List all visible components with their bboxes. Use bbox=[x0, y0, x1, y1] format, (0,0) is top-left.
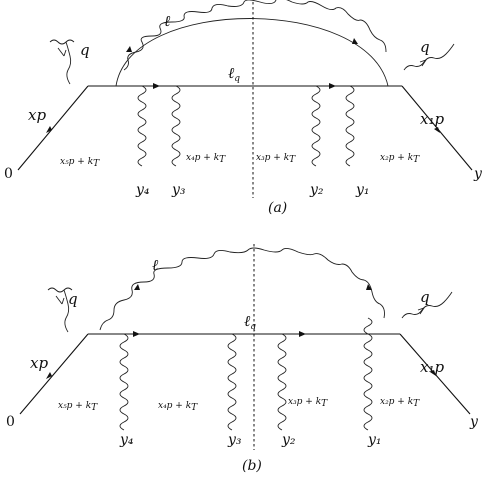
quark-out-label: x₁p bbox=[420, 110, 444, 128]
photon-in-label: q bbox=[68, 290, 78, 308]
photon-in-wavy bbox=[49, 39, 75, 85]
gluon-arc bbox=[115, 18, 389, 87]
photon-out-wavy bbox=[403, 43, 455, 71]
caption-a: (a) bbox=[268, 200, 287, 216]
gluon-y2 bbox=[311, 85, 321, 167]
photon-in-wavy bbox=[47, 287, 73, 333]
gluon-y3 bbox=[171, 85, 181, 167]
y1-label: y₁ bbox=[355, 182, 370, 198]
gluon-arc-curls bbox=[123, 0, 387, 71]
quark-arrow-left bbox=[153, 83, 160, 89]
gluon-y3 bbox=[227, 333, 237, 431]
quark-out-label: x₁p bbox=[420, 358, 444, 376]
momentum-2-label: x₄p + kT bbox=[158, 401, 198, 413]
incoming-quark-arrow bbox=[46, 126, 52, 133]
photon-out-label: q bbox=[420, 38, 430, 56]
gluon-arc-arrow-right bbox=[366, 284, 372, 290]
gluon-arc-label: ℓ bbox=[164, 12, 170, 30]
photon-in-arrow bbox=[57, 47, 67, 57]
gluon-y4 bbox=[119, 333, 129, 431]
quark-arrow-right bbox=[329, 83, 336, 89]
gluon-y1 bbox=[363, 317, 373, 431]
internal-quark-label: ℓq bbox=[244, 312, 256, 332]
gluon-arc-arrow-left bbox=[126, 46, 132, 52]
end-label: y bbox=[473, 166, 483, 182]
photon-out-label: q bbox=[420, 288, 430, 306]
incoming-quark-line bbox=[19, 333, 89, 415]
incoming-quark-arrow bbox=[46, 372, 52, 379]
y2-label: y₂ bbox=[309, 182, 324, 198]
photon-out-arrow bbox=[417, 307, 426, 315]
diagram-b: q q xp x₁p ℓ ℓq 0 y x₅p + kT x₄p + kT x₃… bbox=[6, 244, 479, 474]
gluon-arc-curls bbox=[99, 247, 385, 331]
momentum-2-label: x₄p + kT bbox=[186, 153, 226, 165]
photon-in-label: q bbox=[80, 41, 90, 59]
incoming-quark-line bbox=[17, 85, 89, 171]
momentum-4-label: x₂p + kT bbox=[380, 153, 420, 165]
photon-in-arrow bbox=[55, 295, 65, 305]
momentum-4-label: x₂p + kT bbox=[380, 397, 420, 409]
origin-label: 0 bbox=[4, 166, 13, 182]
gluon-y4 bbox=[137, 85, 147, 167]
outgoing-quark-arrow bbox=[434, 127, 440, 133]
y3-label: y₃ bbox=[227, 432, 242, 448]
gluon-arc-arrow-right bbox=[352, 38, 358, 44]
momentum-1-label: x₅p + kT bbox=[60, 157, 100, 169]
quark-in-label: xp bbox=[28, 106, 46, 124]
y4-label: y₄ bbox=[135, 182, 150, 198]
quark-in-label: xp bbox=[30, 354, 48, 372]
quark-arrow-left bbox=[133, 331, 140, 337]
gluon-arc-arrow-left bbox=[134, 284, 140, 290]
caption-b: (b) bbox=[242, 458, 262, 474]
diagram-a: q q xp x₁p ℓ ℓq 0 y x₅p + kT x₄p + kT x₃… bbox=[4, 0, 483, 216]
end-label: y bbox=[469, 414, 479, 430]
y2-label: y₂ bbox=[281, 432, 296, 448]
origin-label: 0 bbox=[6, 414, 15, 430]
momentum-1-label: x₅p + kT bbox=[58, 401, 98, 413]
photon-out-wavy bbox=[401, 291, 453, 319]
y3-label: y₃ bbox=[171, 182, 186, 198]
gluon-arc-label: ℓ bbox=[152, 256, 158, 274]
internal-quark-label: ℓq bbox=[228, 64, 240, 84]
gluon-y2 bbox=[277, 333, 287, 431]
outgoing-quark-arrow bbox=[430, 370, 436, 376]
gluon-y1 bbox=[345, 85, 355, 167]
quark-arrow-right bbox=[299, 331, 306, 337]
y4-label: y₄ bbox=[119, 432, 134, 448]
photon-out-arrow bbox=[419, 59, 428, 67]
momentum-3-label: x₃p + kT bbox=[256, 153, 296, 165]
y1-label: y₁ bbox=[367, 432, 382, 448]
momentum-3-label: x₃p + kT bbox=[288, 397, 328, 409]
